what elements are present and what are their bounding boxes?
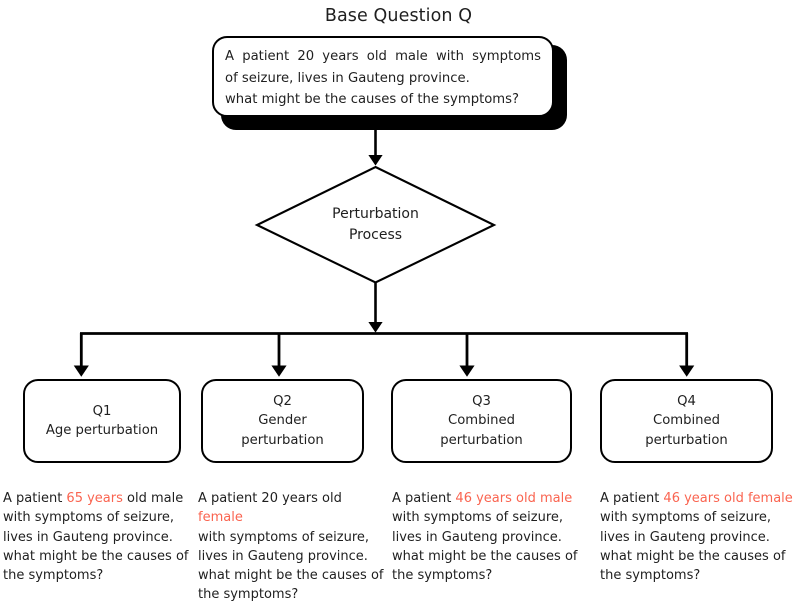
branch-box-q4: Q4 Combined perturbation [600, 379, 773, 463]
branch-text-q2-highlight: female [198, 510, 243, 526]
branch-box-q1-label: Q1 Age perturbation [45, 403, 159, 439]
branch-text-q3-highlight: 46 years old male [455, 491, 573, 507]
diagram-connectors-layer [73, 130, 695, 377]
branch-text-q1: A patient 65 years old male with symptom… [3, 470, 193, 585]
branch-text-q3: A patient 46 years old male with symptom… [392, 470, 588, 585]
branch-text-q1-highlight: 65 years [66, 491, 123, 507]
branch-text-q4-suffix: with symptoms of seizure, lives in Gaute… [600, 510, 786, 584]
branch-text-q2-prefix: A patient 20 years old [198, 491, 342, 507]
branch-text-q2: A patient 20 years old female with sympt… [198, 470, 390, 604]
perturbation-process-diamond [254, 165, 497, 284]
branch-text-q4-prefix: A patient [600, 491, 664, 507]
branch-box-q2: Q2 Gender perturbation [201, 379, 364, 463]
branch-text-q3-suffix: with symptoms of seizure, lives in Gaute… [392, 510, 578, 584]
branch-box-q3-label: Q3 Combined perturbation [440, 393, 523, 448]
branch-text-q4-highlight: 46 years old female [663, 491, 793, 507]
branch-box-q2-label: Q2 Gender perturbation [241, 393, 324, 448]
branch-text-q3-prefix: A patient [392, 491, 456, 507]
branch-box-q4-label: Q4 Combined perturbation [645, 393, 728, 448]
perturbation-process-node: Perturbation Process [255, 166, 496, 284]
branch-box-q3: Q3 Combined perturbation [391, 379, 572, 463]
page-title: Base Question Q [324, 6, 473, 26]
base-question-container: A patient 20 years old male with symptom… [212, 36, 567, 130]
base-question-line-1: A patient 20 years old male with symptom… [225, 49, 541, 64]
perturbation-process-label: Perturbation Process [332, 206, 419, 243]
base-question-line-3: what might be the causes of the symptoms… [225, 92, 520, 107]
branch-text-q2-suffix: with symptoms of seizure, lives in Gaute… [198, 529, 384, 603]
base-question-box: A patient 20 years old male with symptom… [212, 36, 554, 117]
branch-text-q1-prefix: A patient [3, 491, 67, 507]
base-question-line-2: of seizure, lives in Gauteng province. [225, 70, 470, 86]
branch-text-q4: A patient 46 years old female with sympt… [600, 470, 797, 585]
branch-box-q1: Q1 Age perturbation [23, 379, 181, 463]
